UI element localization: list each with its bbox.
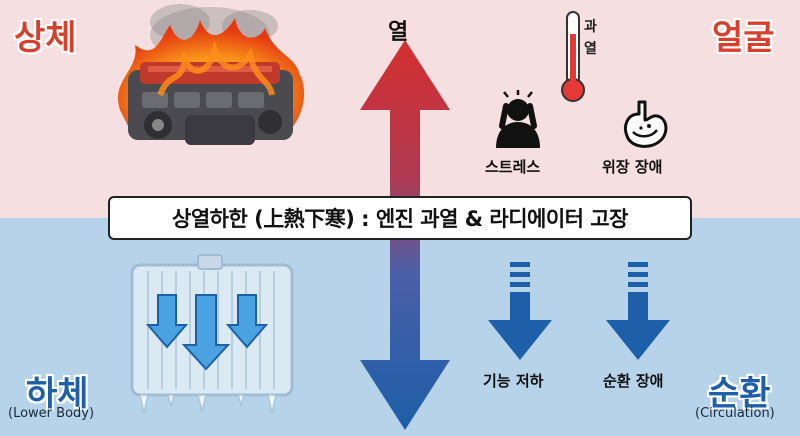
heat-label: 열 xyxy=(388,20,409,45)
thermometer-text-2: 열 xyxy=(584,41,597,57)
stressed-person-icon xyxy=(496,90,540,148)
thermometer-text-1: 과 xyxy=(584,19,597,35)
lower-body-title: 하체 xyxy=(26,374,89,414)
stomach-disorder-label: 위장 장애 xyxy=(602,158,663,176)
lower-body-subtitle: (Lower Body) xyxy=(8,406,95,421)
circulation-disorder-arrow xyxy=(606,262,670,360)
stress-label: 스트레스 xyxy=(485,158,541,176)
frozen-radiator-icon xyxy=(130,254,294,414)
function-decline-arrow xyxy=(488,262,552,360)
engine-fire-icon xyxy=(117,4,305,145)
upper-body-title: 상체 xyxy=(14,18,77,58)
title-banner: 상열하한 (上熱下寒) : 엔진 과열 & 라디에이터 고장 xyxy=(108,196,692,240)
face-title: 얼굴 xyxy=(712,18,775,58)
thermometer-icon xyxy=(561,11,585,102)
stomach-icon xyxy=(624,100,668,148)
circulation-subtitle: (Circulation) xyxy=(695,406,775,421)
circulation-disorder-label: 순환 장애 xyxy=(603,372,664,390)
function-decline-label: 기능 저하 xyxy=(483,372,544,390)
circulation-title: 순환 xyxy=(708,374,771,414)
